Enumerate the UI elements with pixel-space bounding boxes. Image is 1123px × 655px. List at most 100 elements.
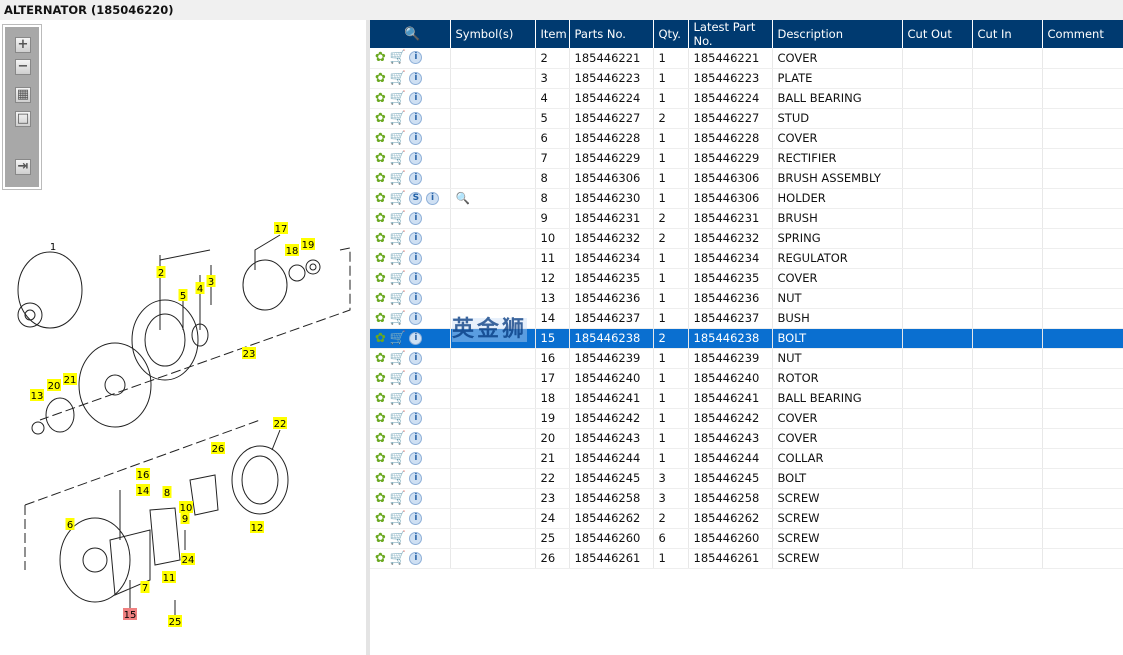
info-icon[interactable]: i	[409, 91, 423, 105]
column-header-description[interactable]: Description	[772, 20, 903, 48]
cart-icon[interactable]: 🛒	[389, 270, 406, 286]
callout-19[interactable]: 19	[301, 238, 315, 251]
gear-icon[interactable]: ✿	[375, 550, 386, 566]
gear-icon[interactable]: ✿	[375, 70, 386, 86]
callout-16[interactable]: 16	[136, 468, 150, 481]
gear-icon[interactable]: ✿	[375, 330, 386, 346]
zoom-out-button[interactable]: −	[15, 59, 31, 75]
cart-icon[interactable]: 🛒	[389, 530, 406, 546]
gear-icon[interactable]: ✿	[375, 470, 386, 486]
info-icon[interactable]: i	[409, 311, 423, 325]
callout-10[interactable]: 10	[179, 501, 193, 514]
gear-icon[interactable]: ✿	[375, 270, 386, 286]
callout-24[interactable]: 24	[181, 553, 195, 566]
search-column-header[interactable]: 🔍	[370, 20, 451, 48]
cart-icon[interactable]: 🛒	[389, 510, 406, 526]
info-icon[interactable]: i	[409, 551, 423, 565]
info-icon[interactable]: i	[409, 51, 423, 65]
cart-icon[interactable]: 🛒	[389, 350, 406, 366]
gear-icon[interactable]: ✿	[375, 290, 386, 306]
gear-icon[interactable]: ✿	[375, 130, 386, 146]
cart-icon[interactable]: 🛒	[389, 210, 406, 226]
info-icon[interactable]: i	[409, 471, 423, 485]
cart-icon[interactable]: 🛒	[389, 90, 406, 106]
callout-6[interactable]: 6	[65, 518, 75, 531]
gear-icon[interactable]: ✿	[375, 430, 386, 446]
callout-5[interactable]: 5	[178, 289, 188, 302]
info-icon[interactable]: i	[409, 411, 423, 425]
info-icon[interactable]: i	[409, 331, 423, 345]
cart-icon[interactable]: 🛒	[389, 550, 406, 566]
cart-icon[interactable]: 🛒	[389, 70, 406, 86]
callout-12[interactable]: 12	[250, 521, 264, 534]
panel-splitter[interactable]	[366, 20, 370, 655]
callout-20[interactable]: 20	[47, 379, 61, 392]
gear-icon[interactable]: ✿	[375, 390, 386, 406]
info-icon[interactable]: i	[426, 191, 440, 205]
callout-17[interactable]: 17	[274, 222, 288, 235]
callout-21[interactable]: 21	[63, 373, 77, 386]
gear-icon[interactable]: ✿	[375, 490, 386, 506]
gear-icon[interactable]: ✿	[375, 370, 386, 386]
info-icon[interactable]: i	[409, 371, 423, 385]
view-document-icon[interactable]: 🔍	[455, 191, 470, 205]
gear-icon[interactable]: ✿	[375, 210, 386, 226]
actual-size-button[interactable]: □	[15, 111, 31, 127]
callout-2[interactable]: 2	[156, 266, 166, 279]
cart-icon[interactable]: 🛒	[389, 430, 406, 446]
cart-icon[interactable]: 🛒	[389, 150, 406, 166]
supersession-icon[interactable]: S	[409, 191, 423, 205]
callout-23[interactable]: 23	[242, 347, 256, 360]
cart-icon[interactable]: 🛒	[389, 50, 406, 66]
cart-icon[interactable]: 🛒	[389, 390, 406, 406]
cart-icon[interactable]: 🛒	[389, 250, 406, 266]
callout-26[interactable]: 26	[211, 442, 225, 455]
info-icon[interactable]: i	[409, 71, 423, 85]
callout-14[interactable]: 14	[136, 484, 150, 497]
cart-icon[interactable]: 🛒	[389, 230, 406, 246]
gear-icon[interactable]: ✿	[375, 150, 386, 166]
callout-22[interactable]: 22	[273, 417, 287, 430]
cart-icon[interactable]: 🛒	[389, 410, 406, 426]
gear-icon[interactable]: ✿	[375, 50, 386, 66]
info-icon[interactable]: i	[409, 111, 423, 125]
column-header-cut-in[interactable]: Cut In	[972, 20, 1043, 48]
info-icon[interactable]: i	[409, 451, 423, 465]
info-icon[interactable]: i	[409, 131, 423, 145]
info-icon[interactable]: i	[409, 431, 423, 445]
info-icon[interactable]: i	[409, 531, 423, 545]
cart-icon[interactable]: 🛒	[389, 170, 406, 186]
info-icon[interactable]: i	[409, 171, 423, 185]
info-icon[interactable]: i	[409, 391, 423, 405]
gear-icon[interactable]: ✿	[375, 110, 386, 126]
export-button[interactable]: ⇥	[15, 159, 31, 175]
callout-18[interactable]: 18	[285, 244, 299, 257]
column-header-item[interactable]: Item	[535, 20, 570, 48]
cart-icon[interactable]: 🛒	[389, 310, 406, 326]
column-header-symbols[interactable]: Symbol(s)	[450, 20, 536, 48]
column-header-parts-no[interactable]: Parts No.	[569, 20, 654, 48]
cart-icon[interactable]: 🛒	[389, 290, 406, 306]
info-icon[interactable]: i	[409, 231, 423, 245]
callout-25[interactable]: 25	[168, 615, 182, 628]
gear-icon[interactable]: ✿	[375, 170, 386, 186]
gear-icon[interactable]: ✿	[375, 510, 386, 526]
